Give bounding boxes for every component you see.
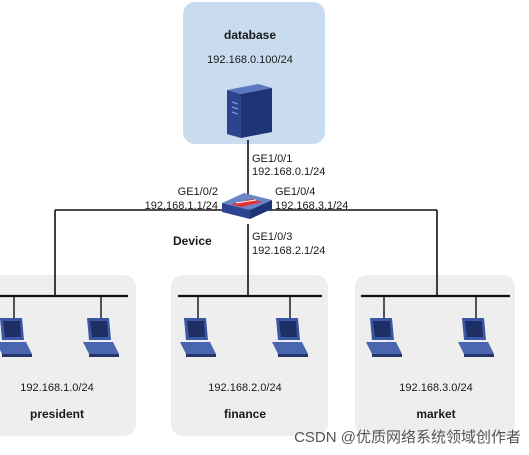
president-label: president	[29, 407, 85, 421]
pc-icon	[0, 318, 32, 357]
interface-port-ge1-0-4: GE1/0/4	[275, 186, 316, 198]
finance-label: finance	[223, 407, 267, 421]
server-icon	[227, 84, 272, 138]
finance-subnet: 192.168.2.0/24	[208, 382, 282, 394]
interface-port-ge1-0-2: GE1/0/2	[177, 186, 218, 198]
switch-icon	[222, 193, 272, 219]
president-subnet: 192.168.1.0/24	[20, 382, 94, 394]
interface-ip-ge1-0-4: 192.168.3.1/24	[275, 200, 349, 212]
pc-icon	[458, 318, 494, 357]
device-name: Device	[173, 234, 212, 248]
database-subnet: 192.168.0.100/24	[207, 54, 293, 66]
interface-ip-ge1-0-1: 192.168.0.1/24	[252, 166, 326, 178]
pc-icon	[83, 318, 119, 357]
watermark: CSDN @优质网络系统领域创作者	[294, 429, 521, 446]
interface-ip-ge1-0-3: 192.168.2.1/24	[252, 245, 326, 257]
pc-icon	[272, 318, 308, 357]
database-title: database	[223, 28, 277, 42]
pc-icon	[180, 318, 216, 357]
market-label: market	[416, 407, 456, 421]
interface-port-ge1-0-3: GE1/0/3	[252, 231, 293, 243]
pc-icon	[366, 318, 402, 357]
interface-ip-ge1-0-2: 192.168.1.1/24	[144, 200, 218, 212]
interface-port-ge1-0-1: GE1/0/1	[252, 153, 293, 165]
market-subnet: 192.168.3.0/24	[399, 382, 473, 394]
pc-drops	[13, 296, 477, 318]
